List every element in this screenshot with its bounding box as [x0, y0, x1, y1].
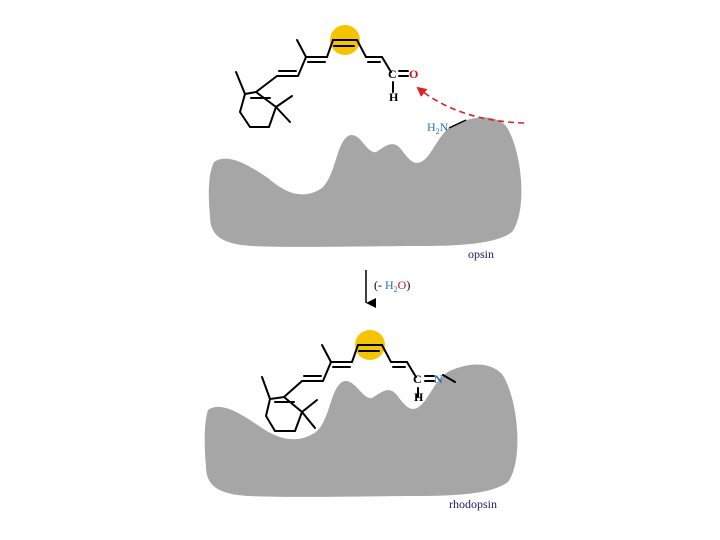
rhodopsin-label: rhodopsin [449, 497, 497, 511]
rhodopsin-protein-shape [204, 364, 518, 497]
top-panel: C O H H2N opsin [208, 25, 525, 261]
aldehyde-carbon-label: C [388, 67, 397, 81]
amine-n: N [440, 120, 449, 134]
water-h: H [385, 278, 394, 292]
amine-h: H [427, 120, 436, 134]
aldehyde-hydrogen-label: H [389, 90, 399, 104]
imine-nitrogen-label: N [434, 372, 443, 386]
opsin-label: opsin [468, 247, 494, 261]
reaction-step: (- H2O) [365, 270, 410, 308]
svg-text:H2N: H2N [427, 120, 449, 136]
amine-group-label: H2N [427, 120, 449, 136]
aldehyde-oxygen-label: O [409, 67, 418, 81]
imine-hydrogen-label: H [414, 390, 424, 404]
water-loss-label: (- H2O) [374, 278, 410, 294]
water-open-paren: (- [374, 278, 385, 292]
amine-subscript: 2 [436, 127, 440, 136]
imine-carbon-label: C [413, 372, 422, 386]
amine-bond-line [448, 119, 467, 129]
retinal-skeleton [235, 39, 409, 128]
bottom-panel: C N H rhodopsin [204, 330, 518, 511]
water-subscript: 2 [394, 285, 398, 294]
opsin-protein-shape [208, 117, 522, 247]
retinal-skeleton-bottom [261, 344, 456, 432]
water-o: O [398, 278, 407, 292]
water-close-paren: ) [406, 278, 410, 292]
nucleophilic-attack-arrow [416, 86, 525, 124]
